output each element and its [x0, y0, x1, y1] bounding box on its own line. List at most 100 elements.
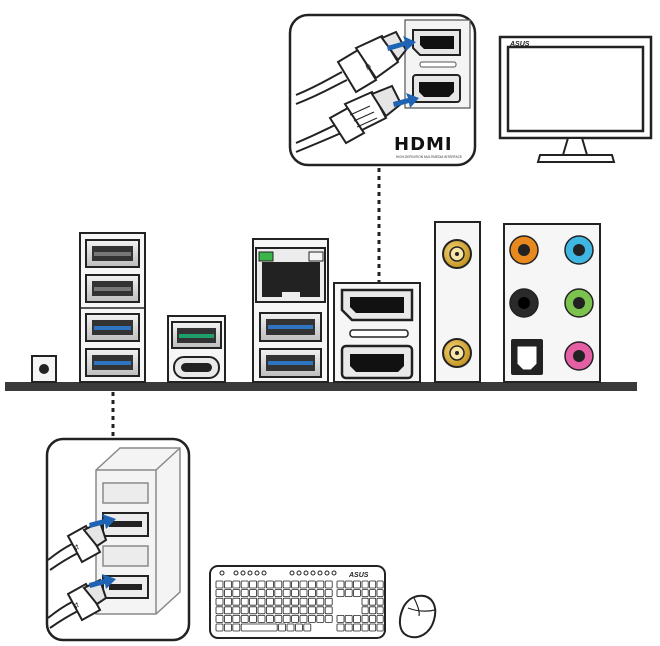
usb-port-blue-1[interactable] [85, 313, 140, 342]
keyboard-key [361, 615, 369, 623]
orange-jack[interactable] [509, 235, 539, 265]
pink-jack[interactable] [564, 341, 594, 371]
keyboard-key [352, 615, 361, 623]
black-jack[interactable] [509, 288, 539, 318]
lan-usb-stack [252, 238, 329, 383]
keyboard-keys [215, 580, 384, 632]
hdmi-tagline: HIGH-DEFINITION MULTIMEDIA INTERFACE [396, 155, 462, 159]
keyboard-key [240, 597, 249, 606]
usb-c-stack [167, 315, 226, 383]
keyboard-key [316, 606, 325, 615]
keyboard-key [307, 597, 316, 606]
green-jack[interactable] [564, 288, 594, 318]
keyboard-key [291, 606, 300, 615]
keyboard-key [282, 589, 291, 597]
keyboard-key [286, 623, 295, 632]
keyboard-key [376, 580, 384, 589]
monitor-icon: ASUS [498, 35, 653, 163]
keyboard-key [240, 589, 249, 597]
keyboard-key [291, 597, 300, 606]
keyboard-key [299, 597, 308, 606]
usb-port-black-2[interactable] [85, 274, 140, 303]
usb-c-port[interactable] [173, 356, 220, 379]
blue-jack[interactable] [564, 235, 594, 265]
keyboard-key [361, 606, 369, 615]
keyboard-key [376, 623, 384, 632]
keyboard-brand: ASUS [348, 572, 369, 579]
keyboard-key [336, 589, 345, 597]
keyboard-key [240, 606, 249, 615]
keyboard-key [223, 580, 232, 589]
keyboard-key [324, 597, 333, 606]
keyboard-key [265, 597, 274, 606]
insert-arrow-hdmi [393, 93, 419, 108]
displayport-port [412, 29, 461, 56]
keyboard-key [344, 615, 353, 623]
keyboard-key [299, 580, 308, 589]
rj45-lan-port[interactable] [255, 247, 326, 303]
wifi-antenna-block [434, 221, 481, 383]
keyboard-key [291, 615, 300, 623]
hdmi-output[interactable] [340, 344, 414, 380]
keyboard-key [257, 580, 266, 589]
keyboard-key [352, 580, 361, 589]
antenna-connector-2[interactable] [442, 338, 472, 368]
usb-port-blue-4[interactable] [259, 348, 322, 378]
keyboard-key [257, 589, 266, 597]
keyboard-key [240, 580, 249, 589]
keyboard-key [282, 580, 291, 589]
keyboard-key [274, 580, 283, 589]
port-panel [404, 19, 471, 109]
usb-port-blue-3[interactable] [259, 312, 322, 342]
keyboard-key [215, 589, 224, 597]
keyboard-key [307, 606, 316, 615]
keyboard-key [376, 606, 384, 615]
bios-flashback-button[interactable] [31, 355, 57, 383]
svg-text:⇵: ⇵ [73, 544, 82, 553]
keyboard-key [344, 589, 353, 597]
usb-stack-left [79, 232, 146, 383]
keyboard-key [369, 606, 377, 615]
keyboard-key [240, 623, 278, 632]
usb-port-blue-2[interactable] [85, 348, 140, 377]
keyboard-key [303, 623, 312, 632]
keyboard-key [336, 623, 345, 632]
keyboard-key [249, 597, 258, 606]
keyboard-key [376, 597, 384, 606]
keyboard-key [232, 606, 241, 615]
keyboard-icon: ASUS [209, 565, 386, 639]
keyboard-key [240, 615, 249, 623]
keyboard-key [316, 580, 325, 589]
optical-spdif-port[interactable] [511, 339, 543, 375]
keyboard-key [361, 589, 369, 597]
io-shield-baseline [5, 382, 637, 391]
keyboard-key [223, 589, 232, 597]
keyboard-key [274, 606, 283, 615]
usb-inset: ⇵ ⇵ [45, 437, 191, 642]
keyboard-key [344, 623, 353, 632]
keyboard-key [369, 615, 377, 623]
keyboard-key [376, 615, 384, 623]
keyboard-key [232, 589, 241, 597]
keyboard-key [232, 597, 241, 606]
keyboard-key [265, 615, 274, 623]
keyboard-key [307, 580, 316, 589]
keyboard-key [257, 615, 266, 623]
keyboard-key [223, 606, 232, 615]
monitor-brand: ASUS [509, 41, 530, 48]
displayport-output[interactable] [340, 288, 414, 322]
hdmi-port [412, 74, 461, 103]
usb-port-green[interactable] [171, 321, 222, 349]
keyboard-key [215, 615, 224, 623]
usb-port-black-1[interactable] [85, 239, 140, 268]
hdmi-inset: D HDMI HIGH-DEFINITION MULTIMEDIA INTERF… [288, 13, 477, 167]
antenna-connector-1[interactable] [442, 239, 472, 269]
keyboard-key [336, 615, 345, 623]
keyboard-key [249, 580, 258, 589]
keyboard-key [265, 580, 274, 589]
keyboard-key [257, 606, 266, 615]
keyboard-key [249, 606, 258, 615]
keyboard-key [369, 623, 377, 632]
keyboard-key [291, 580, 300, 589]
keyboard-key [282, 597, 291, 606]
